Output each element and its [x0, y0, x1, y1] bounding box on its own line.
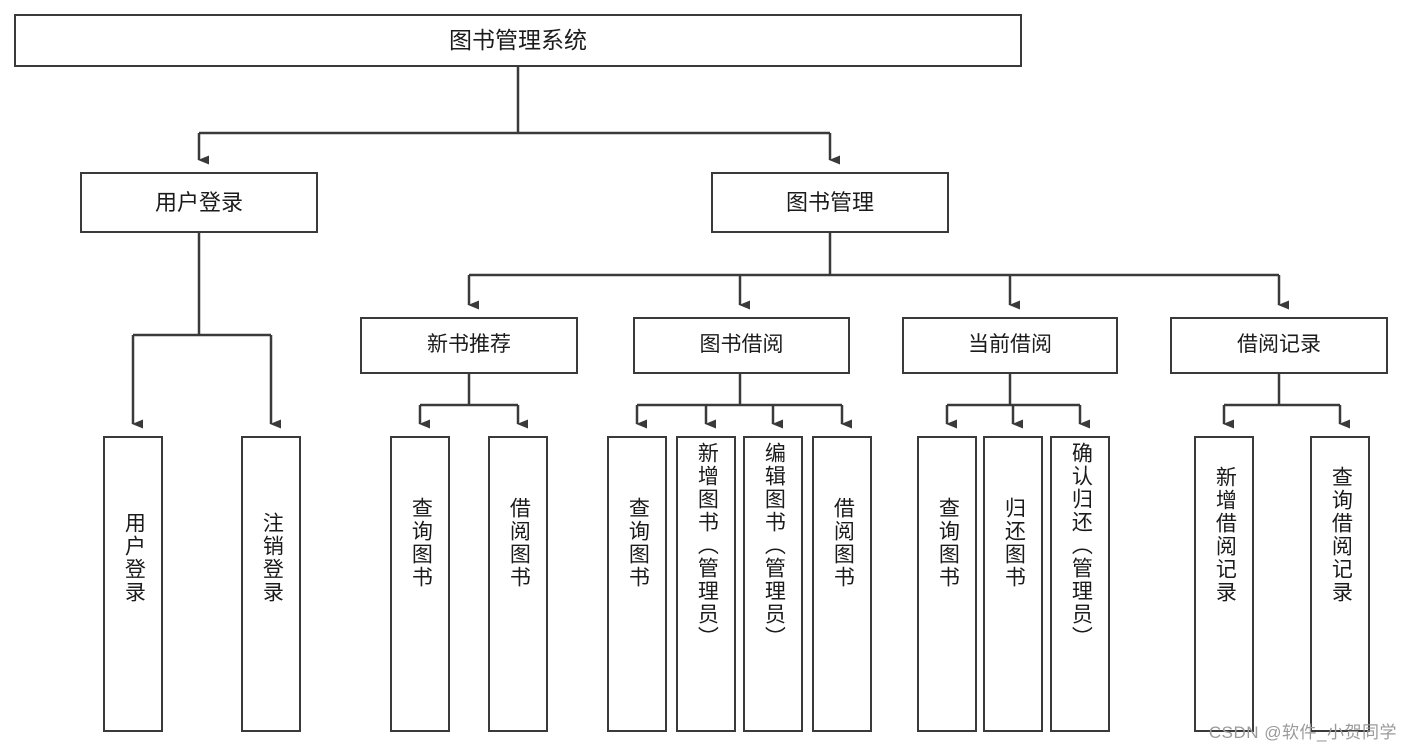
leaf-query-book-current[interactable]: 查询图书 [917, 436, 977, 732]
leaf-add-book-admin[interactable]: 新增图书（管理员） [676, 436, 736, 732]
leaf-logout-label: 注销登录 [260, 512, 284, 604]
node-book-management-label: 图书管理 [785, 189, 874, 215]
leaf-user-login[interactable]: 用户登录 [103, 436, 163, 732]
node-current-borrow-label: 当前借阅 [968, 333, 1052, 357]
leaf-return-book[interactable]: 归还图书 [983, 436, 1043, 732]
node-user-login[interactable]: 用户登录 [80, 172, 318, 233]
node-borrow-record[interactable]: 借阅记录 [1170, 317, 1388, 374]
leaf-confirm-return-admin[interactable]: 确认归还（管理员） [1050, 436, 1110, 732]
leaf-query-book-borrow[interactable]: 查询图书 [607, 436, 667, 732]
leaf-query-book-new-label: 查询图书 [409, 497, 433, 589]
leaf-add-book-admin-label: 新增图书（管理员） [695, 442, 719, 649]
leaf-borrow-book-new[interactable]: 借阅图书 [488, 436, 548, 732]
node-new-book-recommend[interactable]: 新书推荐 [360, 317, 578, 374]
node-book-borrow[interactable]: 图书借阅 [633, 317, 850, 374]
leaf-query-book-new[interactable]: 查询图书 [390, 436, 450, 732]
leaf-query-book-current-label: 查询图书 [936, 497, 960, 589]
node-root-label: 图书管理系统 [449, 26, 587, 53]
node-new-book-recommend-label: 新书推荐 [427, 333, 511, 357]
leaf-add-borrow-record-label: 新增借阅记录 [1213, 466, 1237, 604]
leaf-edit-book-admin[interactable]: 编辑图书（管理员） [743, 436, 803, 732]
leaf-borrow-book-borrow[interactable]: 借阅图书 [812, 436, 872, 732]
leaf-query-borrow-record[interactable]: 查询借阅记录 [1310, 436, 1370, 732]
node-user-login-label: 用户登录 [154, 189, 243, 215]
leaf-query-borrow-record-label: 查询借阅记录 [1329, 466, 1353, 604]
leaf-query-book-borrow-label: 查询图书 [626, 497, 650, 589]
node-borrow-record-label: 借阅记录 [1237, 333, 1321, 357]
watermark: CSDN @软件_小贺同学 [1208, 723, 1397, 742]
leaf-add-borrow-record[interactable]: 新增借阅记录 [1194, 436, 1254, 732]
leaf-borrow-book-borrow-label: 借阅图书 [831, 497, 855, 589]
leaf-logout[interactable]: 注销登录 [241, 436, 301, 732]
node-book-management[interactable]: 图书管理 [711, 172, 949, 233]
leaf-confirm-return-admin-label: 确认归还（管理员） [1069, 442, 1093, 649]
leaf-user-login-label: 用户登录 [122, 512, 146, 604]
leaf-return-book-label: 归还图书 [1002, 497, 1026, 589]
node-root[interactable]: 图书管理系统 [14, 14, 1022, 67]
leaf-edit-book-admin-label: 编辑图书（管理员） [762, 442, 786, 649]
leaf-borrow-book-new-label: 借阅图书 [507, 497, 531, 589]
node-book-borrow-label: 图书借阅 [699, 333, 784, 357]
node-current-borrow[interactable]: 当前借阅 [902, 317, 1118, 374]
